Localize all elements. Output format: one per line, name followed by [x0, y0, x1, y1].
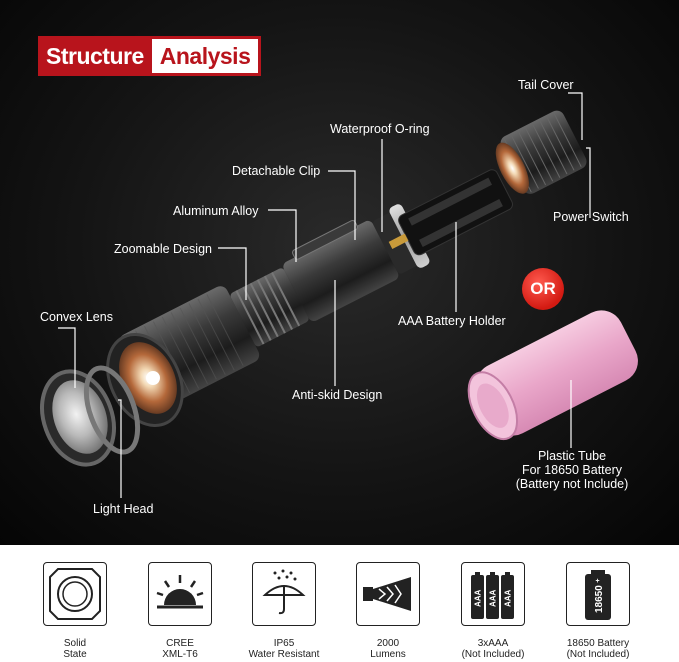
label-light-head: Light Head	[93, 502, 154, 516]
svg-text:+: +	[596, 578, 600, 585]
label-waterproof-oring: Waterproof O-ring	[330, 122, 430, 136]
feature-cree-line-1: CREE	[166, 638, 194, 649]
feature-18650-line-1: 18650 Battery	[566, 638, 630, 649]
feature-3xaaa: AAA AAA AAA 3xAAA (Not Included)	[459, 562, 527, 660]
label-power-switch: Power Switch	[553, 210, 629, 224]
convex-lens	[40, 365, 141, 467]
feature-3xaaa-line-1: 3xAAA	[477, 638, 509, 649]
feature-lumens-line-2: Lumens	[370, 649, 406, 660]
feature-ip65: IP65 Water Resistant	[249, 562, 319, 660]
aaa-text-2: AAA	[489, 589, 498, 607]
label-plastic-tube: Plastic Tube For 18650 Battery (Battery …	[512, 449, 632, 491]
umbrella-rain-icon	[252, 562, 316, 626]
title-part-2: Analysis	[151, 36, 262, 76]
feature-icons-row: Solid State CREE XML-T6	[0, 545, 679, 662]
feature-18650: + 18650 18650 Battery (Not Included)	[564, 562, 632, 660]
feature-solid-state-line-2: State	[63, 649, 87, 660]
feature-lumens-line-1: 2000	[376, 638, 400, 649]
feature-lumens: 2000 Lumens	[354, 562, 422, 660]
title-part-1: Structure	[38, 36, 152, 76]
feature-cree: CREE XML-T6	[146, 562, 214, 660]
light-beam-icon	[356, 562, 420, 626]
feature-solid-state-line-1: Solid	[63, 638, 87, 649]
label-convex-lens: Convex Lens	[40, 310, 113, 324]
feature-3xaaa-line-2: (Not Included)	[461, 649, 525, 660]
aaa-text-1: AAA	[474, 589, 483, 607]
plastic-tube-line-2: For 18650 Battery	[521, 463, 623, 477]
feature-cree-line-2: XML-T6	[162, 649, 198, 660]
text-18650: 18650	[594, 585, 605, 613]
flashlight-photo: Structure Analysis Tail Cover Waterproof…	[0, 0, 679, 545]
section-title: Structure Analysis	[38, 36, 262, 76]
tail-cover-shape	[495, 110, 587, 194]
flashlight-illustration	[40, 92, 638, 498]
battery-18650-shape	[467, 310, 638, 441]
sunrise-icon	[148, 562, 212, 626]
label-aluminum-alloy: Aluminum Alloy	[173, 204, 259, 218]
leader-lines	[58, 92, 591, 498]
light-head-reflector	[106, 333, 184, 427]
aaa-text-3: AAA	[504, 589, 513, 607]
battery-18650-icon: + 18650	[566, 562, 630, 626]
solid-state-icon	[43, 562, 107, 626]
label-detachable-clip: Detachable Clip	[232, 164, 321, 178]
plastic-tube-line-1: Plastic Tube	[537, 449, 607, 463]
label-anti-skid-design: Anti-skid Design	[292, 388, 383, 402]
label-zoomable-design: Zoomable Design	[114, 242, 212, 256]
label-aaa-battery-holder: AAA Battery Holder	[398, 314, 506, 328]
plastic-tube-line-3: (Battery not Include)	[515, 477, 629, 491]
feature-solid-state: Solid State	[41, 562, 109, 660]
or-badge: OR	[522, 268, 564, 310]
feature-18650-line-2: (Not Included)	[566, 649, 630, 660]
feature-ip65-line-2: Water Resistant	[248, 649, 320, 660]
label-tail-cover: Tail Cover	[518, 78, 574, 92]
aaa-batteries-icon: AAA AAA AAA	[461, 562, 525, 626]
battery-holder-shape	[388, 169, 513, 256]
feature-ip65-line-1: IP65	[273, 638, 295, 649]
